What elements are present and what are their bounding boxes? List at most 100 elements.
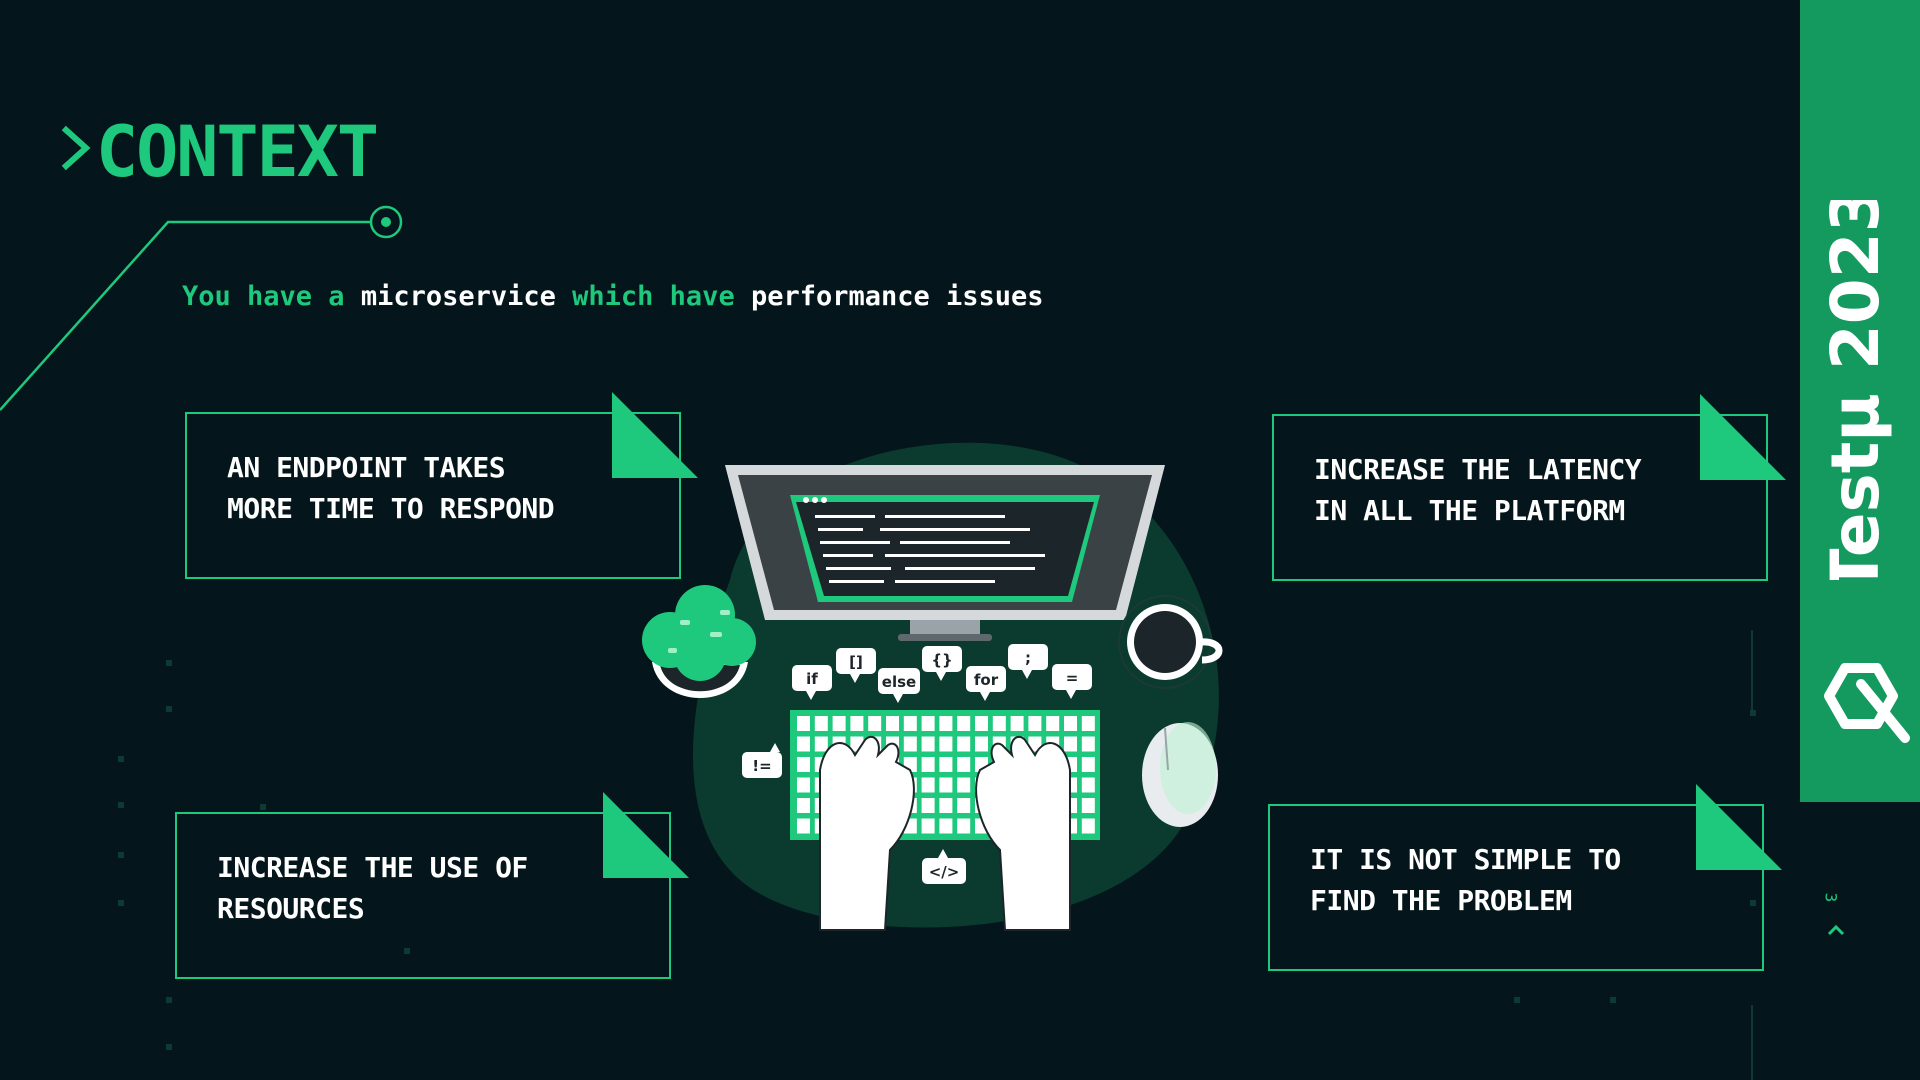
coffee-cup-icon (1118, 595, 1223, 689)
keyboard-key (903, 716, 917, 731)
page-number: 3 (1821, 892, 1841, 903)
card-line: IT IS NOT SIMPLE TO (1310, 843, 1621, 876)
code-bubble-brackets: [] (836, 648, 876, 683)
card-resources (175, 812, 671, 979)
code-bubble-equals: = (1052, 664, 1092, 699)
code-bubble-not-equals: != (742, 743, 782, 778)
card-line: INCREASE THE LATENCY (1314, 453, 1642, 486)
card-latency-text: INCREASE THE LATENCY IN ALL THE PLATFORM (1314, 449, 1642, 531)
card-corner-triangle (1696, 784, 1782, 870)
keyboard-key (814, 716, 828, 731)
card-latency (1272, 414, 1768, 581)
keyboard-key (957, 736, 971, 752)
card-line: AN ENDPOINT TAKES (227, 451, 506, 484)
card-endpoint (185, 412, 681, 579)
code-keyword: = (1066, 669, 1079, 687)
keyboard-key (957, 798, 971, 813)
keyboard-key (921, 736, 935, 752)
keyboard-key (975, 736, 988, 752)
code-keyword: else (882, 673, 916, 691)
keyboard-key (850, 716, 864, 731)
code-bubble-for: for (966, 666, 1006, 701)
keyboard-key (1081, 777, 1095, 793)
hands-icon (819, 735, 1071, 931)
keyboard-key (1081, 736, 1095, 752)
keyboard-key (797, 818, 810, 834)
code-keyword: != (752, 757, 771, 775)
keyboard-key (1064, 736, 1077, 752)
keyboard-key (957, 818, 971, 834)
chevron-up-icon[interactable] (1824, 918, 1848, 942)
keyboard-key (939, 798, 953, 813)
keyboard-key (814, 736, 828, 752)
keyboard-key (797, 798, 810, 813)
keyboard-key (1010, 716, 1024, 731)
keyboard-key (939, 757, 953, 772)
keyboard-key (1028, 736, 1042, 752)
mouse-icon (1142, 722, 1218, 827)
keyboard-key (975, 716, 988, 731)
card-corner-triangle (612, 392, 698, 478)
code-bubble-semicolon: ; (1008, 644, 1048, 679)
keyboard-key (1081, 818, 1095, 834)
keyboard-key (957, 716, 971, 731)
keyboard-key (921, 757, 935, 772)
keyboard-key (886, 716, 899, 731)
keyboard-key (957, 757, 971, 772)
brand-text: Testμ 2023 (1817, 200, 1894, 580)
keyboard-key (992, 716, 1006, 731)
card-problem-text: IT IS NOT SIMPLE TO FIND THE PROBLEM (1310, 839, 1621, 921)
keyboard-key (921, 798, 935, 813)
keyboard-key (1028, 716, 1042, 731)
code-bubble-tag: </> (922, 849, 966, 884)
code-keyword: [] (849, 653, 863, 671)
keyboard-key (939, 716, 953, 731)
code-keyword: ; (1025, 649, 1031, 667)
page-title: CONTEXT (96, 111, 379, 193)
lambdatest-logo-icon (1824, 663, 1910, 743)
card-corner-triangle (1700, 394, 1786, 480)
keyboard-key (1046, 716, 1060, 731)
card-endpoint-text: AN ENDPOINT TAKES MORE TIME TO RESPOND (227, 447, 555, 529)
card-line: MORE TIME TO RESPOND (227, 492, 555, 525)
card-line: FIND THE PROBLEM (1310, 884, 1572, 917)
code-keyword: {} (931, 651, 952, 669)
keyboard-key (921, 777, 935, 793)
code-bubble-else: else (878, 668, 920, 703)
keyboard-key (868, 716, 882, 731)
code-keyword: if (806, 670, 818, 688)
card-corner-triangle (603, 792, 689, 878)
keyboard-key (1064, 716, 1077, 731)
code-bubble-if: if (792, 665, 832, 700)
card-line: IN ALL THE PLATFORM (1314, 494, 1625, 527)
developer-illustration: if [] else {} for ; = != </> (642, 442, 1223, 931)
keyboard-key (797, 777, 810, 793)
keyboard-key (957, 777, 971, 793)
keyboard-key (921, 818, 935, 834)
card-line: INCREASE THE USE OF (217, 851, 528, 884)
plant-icon (642, 585, 756, 698)
keyboard-key (797, 757, 810, 772)
card-problem (1268, 804, 1764, 971)
subtitle: You have a microservice which have perfo… (182, 279, 1044, 315)
monitor-icon (725, 465, 1165, 641)
title-chevron-icon (61, 125, 91, 171)
keyboard-key (939, 777, 953, 793)
event-brand: Testμ 2023 (1817, 200, 1894, 580)
code-keyword: </> (929, 863, 960, 881)
subtitle-part: You have a (182, 281, 361, 312)
keyboard-key (797, 716, 810, 731)
keyboard-key (1081, 757, 1095, 772)
keyboard-key (903, 736, 917, 752)
keyboard-key (832, 716, 846, 731)
subtitle-part: performance issues (750, 281, 1044, 312)
keyboard-key (1081, 716, 1095, 731)
keyboard-key (939, 736, 953, 752)
card-resources-text: INCREASE THE USE OF RESOURCES (217, 847, 528, 929)
keyboard-key (939, 818, 953, 834)
keyboard-key (921, 716, 935, 731)
card-line: RESOURCES (217, 892, 365, 925)
code-keyword: for (974, 671, 999, 689)
keyboard-key (1081, 798, 1095, 813)
subtitle-part: microservice (360, 281, 573, 312)
